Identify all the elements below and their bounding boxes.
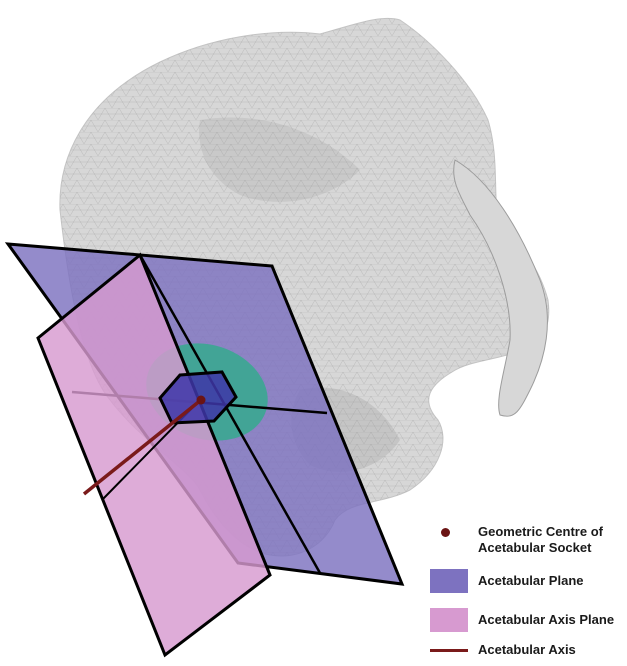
legend-item-axis-plane: Acetabular Axis Plane [430, 612, 620, 636]
legend-item-axis: Acetabular Axis [430, 642, 620, 666]
legend-label-centre: Geometric Centre of Acetabular Socket [478, 524, 603, 556]
legend-item-centre: Geometric Centre of Acetabular Socket [430, 524, 620, 560]
geometric-centre-point [197, 396, 206, 405]
axis-plane-swatch-icon [430, 608, 468, 632]
axis-line-icon [430, 649, 468, 652]
plane-swatch-icon [430, 569, 468, 593]
centre-dot-icon [441, 528, 450, 537]
legend-item-plane: Acetabular Plane [430, 573, 620, 597]
